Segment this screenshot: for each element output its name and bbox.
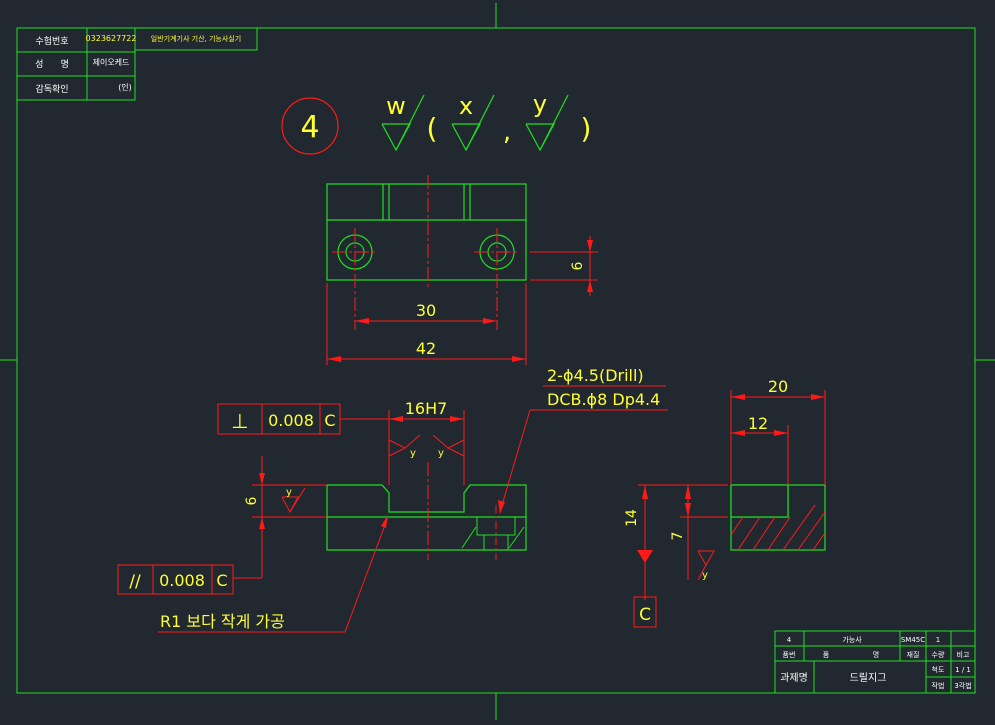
exam-no-value: 0323627722	[86, 34, 137, 43]
method-label: 작법	[932, 681, 945, 690]
parts-list	[774, 630, 976, 694]
pl-r1-c1: 4	[787, 636, 792, 644]
r1-note: R1 보다 작게 가공	[160, 612, 285, 631]
pl-r1-c2: 가능사	[842, 635, 862, 644]
method-value: 3각법	[954, 681, 971, 690]
seal-mark: (인)	[118, 82, 132, 92]
scale-value: 1 / 1	[955, 666, 971, 674]
pl-r2-c1: 품번	[783, 650, 796, 659]
dim-42: 42	[416, 339, 436, 358]
balloon-number: 4	[300, 110, 319, 145]
y-letter: y	[533, 90, 547, 118]
scale-label: 척도	[932, 666, 945, 674]
surface-finish-header: 4 w ( x , y )	[281, 90, 592, 155]
dim-7: 7	[670, 532, 686, 541]
pl-r2-c6: 비고	[957, 650, 970, 659]
project-name: 드릴지그	[850, 671, 887, 684]
x-letter: x	[459, 92, 473, 120]
pl-r2-c3: 명	[873, 650, 879, 659]
close-paren: )	[581, 112, 592, 145]
dim-30: 30	[416, 301, 436, 320]
drill-note-1: 2-ϕ4.5(Drill)	[547, 366, 644, 385]
dim-6-front: 6	[244, 496, 260, 505]
drill-note-2: DCB.ϕ8 Dp4.4	[547, 390, 660, 409]
exam-info-block: 수험번호 0323627722 일반기계기사 기산, 기능사실기 성 명 제이오…	[16, 27, 258, 101]
exam-title: 일반기계기사 기산, 기능사실기	[151, 34, 241, 43]
dim-20: 20	[768, 377, 788, 396]
pl-r2-c2: 품	[823, 651, 830, 659]
open-paren: (	[427, 112, 438, 145]
perp-tol: 0.008	[268, 411, 314, 430]
dim-16h7: 16H7	[405, 399, 448, 418]
dim-14: 14	[624, 509, 640, 527]
par-symbol: //	[129, 572, 141, 592]
y-side: y	[702, 570, 708, 581]
w-letter: w	[386, 92, 406, 120]
name-value: 제이오케드	[93, 57, 130, 67]
pl-r2-c4: 재질	[907, 651, 920, 659]
y-left-wall: y	[410, 448, 416, 459]
datum-c: C	[639, 605, 651, 625]
pl-r1-c3: SM45C	[901, 636, 925, 644]
dim-6-top: 6	[570, 261, 586, 270]
front-view: ⊥ 0.008 C 16H7 y y 6 y // 0.008	[117, 366, 668, 633]
pl-r2-c5: 수량	[932, 651, 945, 659]
par-datum: C	[216, 571, 227, 590]
side-view: 20 12 14 7 y C	[624, 377, 826, 628]
part-number-balloon	[281, 97, 339, 155]
perp-symbol: ⊥	[231, 409, 248, 433]
perp-datum: C	[324, 411, 335, 430]
y-top-surface: y	[286, 487, 292, 498]
project-label: 과제명	[780, 672, 808, 684]
name-label: 성 명	[35, 59, 69, 70]
comma: ,	[503, 117, 511, 147]
y-triangle	[525, 123, 556, 152]
parts-list-text: 4 가능사 SM45C 1 품번 품 명 재질 수량 비고 과제명 드릴지그 척…	[780, 635, 971, 690]
dim-12: 12	[748, 414, 768, 433]
drawing-border	[16, 27, 976, 694]
supervisor-label: 감독확인	[35, 83, 68, 95]
exam-no-label: 수험번호	[35, 36, 68, 47]
par-tol: 0.008	[159, 571, 205, 590]
pl-r1-c4: 1	[936, 636, 940, 644]
top-view: 30 42 6	[326, 175, 598, 365]
x-triangle	[451, 123, 482, 152]
datum-triangle	[637, 550, 653, 563]
w-triangle	[381, 123, 412, 152]
y-right-wall: y	[438, 448, 444, 459]
